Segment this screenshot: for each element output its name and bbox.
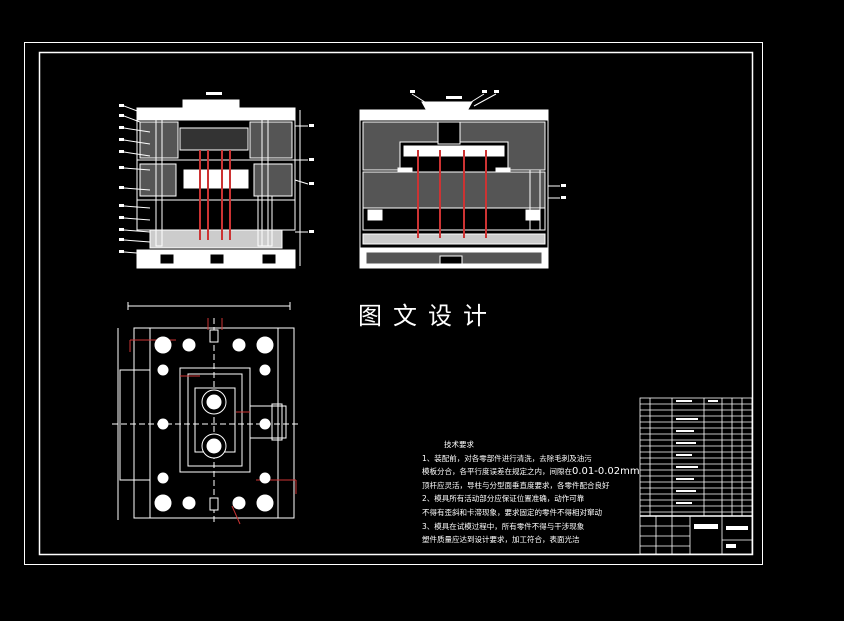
tech-line-6: 3、模具在试模过程中，所有零件不得与干涉现象 [422,521,585,531]
tech-line-1: 1、装配前，对各零部件进行清洗，去除毛刺及油污 [422,453,592,463]
outer-border [24,42,763,565]
tech-line-7: 塑件质量应达到设计要求，加工符合，表面光洁 [422,535,580,545]
tech-line-3: 顶杆应灵活，导柱与分型面垂直度要求，各零件配合良好 [422,480,610,490]
side-section-view [359,93,560,269]
inner-border [38,51,754,556]
technical-requirements: 技术要求 1、装配前，对各零部件进行清洗，去除毛刺及油污 模板分合，各平行度误差… [422,438,640,547]
tech-line-2-text: 模板分合，各平行度误差在规定之内，间隙在 [422,467,572,477]
front-section-view [123,99,309,269]
tech-line-5: 不得有歪斜和卡滞现象，要求固定的零件不得相对窜动 [422,507,602,517]
tech-requirements-title: 技术要求 [444,440,474,449]
watermark-text: 图文设计 [358,302,498,330]
tech-line-2: 模板分合，各平行度误差在规定之内，间隙在0.01-0.02mm [422,465,640,479]
tech-line-4: 2、模具所有活动部分应保证位置准确，动作可靠 [422,494,585,504]
plan-view [112,302,300,525]
parts-list-entries [676,400,748,548]
plan-view-holes [154,329,274,512]
parts-list [639,397,753,555]
side-view-balloons [410,90,566,199]
tolerance-value: 0.01-0.02mm [572,466,640,478]
front-view-balloons [119,92,314,253]
